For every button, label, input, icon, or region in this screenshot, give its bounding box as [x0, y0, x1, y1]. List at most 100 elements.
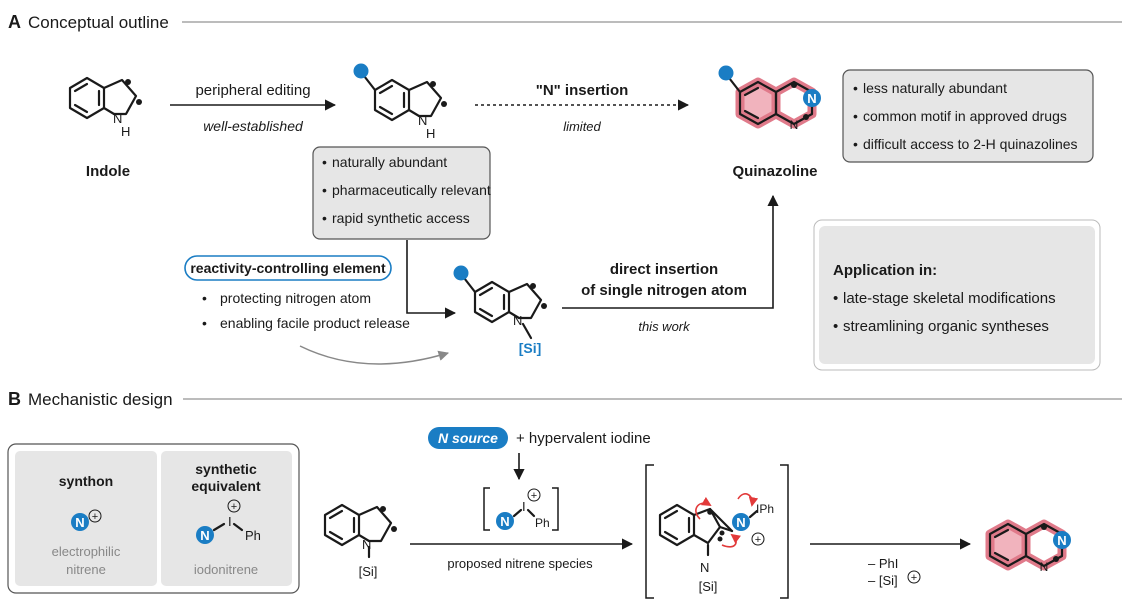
intermediate-n-circle	[732, 513, 750, 531]
equivalent-panel	[161, 451, 292, 586]
product-quinazoline: N N	[985, 519, 1071, 574]
intermediate-si: [Si]	[699, 579, 718, 594]
arrow2-top-label: "N" insertion	[536, 82, 629, 99]
nitrene-plus-circle	[527, 488, 541, 502]
section-b: B Mechanistic design synthon N + electro…	[7, 389, 1122, 599]
arrow1-top-label: peripheral editing	[195, 82, 310, 99]
n-source-label: N source	[438, 430, 498, 446]
indole-h: H	[121, 124, 130, 139]
equivalent-title-1: synthetic	[195, 461, 257, 477]
silyl-indole-n: N	[513, 313, 522, 328]
release-curved-arrow	[299, 345, 450, 365]
application-item-2: streamlining organic syntheses	[843, 318, 1049, 335]
direct-line-1: direct insertion	[610, 261, 718, 278]
synthon-plus-circle	[88, 509, 102, 523]
equivalent-title-2: equivalent	[191, 478, 261, 494]
quin-prop-bullet-3: •	[853, 136, 858, 152]
equiv-i: I	[228, 514, 232, 529]
b-silyl-indole	[323, 503, 397, 559]
indole-molecule	[68, 76, 142, 120]
intermediate-iph: IPh	[756, 502, 774, 516]
section-a: A Conceptual outline N H Indole peripher…	[8, 12, 1122, 371]
si-minus-plus: +	[911, 572, 917, 584]
application-item-1: late-stage skeletal modifications	[843, 290, 1056, 307]
indole-prop-bullet-2: •	[322, 182, 327, 198]
nitrene-bracket	[483, 487, 559, 531]
quinazoline-n: N	[790, 118, 799, 132]
quin-prop-3: difficult access to 2-H quinazolines	[863, 136, 1078, 152]
n-source-pill	[428, 427, 508, 449]
indole-prop-bullet-1: •	[322, 154, 327, 170]
direct-insertion-arrow	[562, 194, 779, 309]
application-bullet-2: •	[833, 318, 838, 335]
section-a-title: Conceptual outline	[28, 13, 169, 32]
intermediate-n: N	[736, 515, 745, 530]
indole-prop-bullet-3: •	[322, 210, 327, 226]
si-minus-plus-circle	[907, 570, 921, 584]
sub-indole-n: N	[418, 113, 427, 128]
rce-bullet-1: •	[202, 290, 207, 306]
equiv-n: N	[200, 528, 209, 543]
nitrene-ph: Ph	[535, 516, 550, 530]
quin-prop-bullet-1: •	[853, 80, 858, 96]
section-b-title: Mechanistic design	[28, 390, 173, 409]
quinazoline-molecule: N N	[718, 65, 821, 132]
intermediate-molecule	[658, 493, 759, 557]
equivalent-sub: iodonitrene	[194, 562, 258, 577]
synthon-sub-2: nitrene	[66, 562, 106, 577]
section-a-letter: A	[8, 12, 21, 32]
quinazoline-property-box	[842, 69, 1094, 163]
intermediate-plus: +	[755, 534, 761, 546]
synthon-sub-1: electrophilic	[52, 544, 121, 559]
direct-line-2: of single nitrogen atom	[581, 282, 747, 299]
intermediate-bracket	[645, 464, 789, 599]
phi-label: – PhI	[868, 556, 898, 571]
silyl-indole	[453, 265, 547, 340]
silyl-indole-si: [Si]	[519, 340, 542, 356]
indole-label: Indole	[86, 163, 130, 180]
b-silyl-si: [Si]	[359, 564, 378, 579]
synthon-n-circle	[71, 513, 89, 531]
application-title: Application in:	[833, 262, 937, 279]
nitrene-i: I	[522, 499, 526, 514]
nitrene-n-circle	[496, 512, 514, 530]
quinazoline-n-blue: N	[807, 91, 816, 106]
quinazoline-label: Quinazoline	[732, 163, 817, 180]
proposed-label: proposed nitrene species	[447, 556, 593, 571]
synthon-plus: +	[92, 511, 98, 523]
hypervalent-label: + hypervalent iodine	[516, 430, 651, 447]
intermediate-n-lower: N	[700, 560, 709, 575]
rce-label: reactivity-controlling element	[190, 260, 386, 276]
this-work-label: this work	[638, 319, 691, 334]
indole-property-box	[312, 146, 491, 240]
synthon-n: N	[75, 515, 84, 530]
indole-prop-3: rapid synthetic access	[332, 210, 470, 226]
equiv-n-circle	[196, 526, 214, 544]
equiv-ph: Ph	[245, 528, 261, 543]
rce-bullet-2: •	[202, 315, 207, 331]
synthon-title: synthon	[59, 473, 113, 489]
arrow2-bottom-label: limited	[563, 119, 601, 134]
application-box	[819, 226, 1095, 364]
rce-pill	[184, 255, 392, 281]
b-silyl-n: N	[362, 537, 371, 552]
section-b-letter: B	[8, 389, 21, 409]
nitrene-plus: +	[531, 490, 537, 502]
equiv-plus: +	[231, 501, 237, 513]
down-right-arrow	[406, 240, 457, 319]
indole-property-list: • naturally abundant • pharmaceutically …	[322, 154, 491, 226]
nitrene-n: N	[500, 514, 509, 529]
intermediate-plus-circle	[751, 532, 765, 546]
indole-prop-1: naturally abundant	[332, 154, 447, 170]
rce-item-2: enabling facile product release	[220, 315, 410, 331]
indole-prop-2: pharmaceutically relevant	[332, 182, 491, 198]
substituted-indole	[353, 63, 447, 122]
sub-indole-h: H	[426, 126, 435, 141]
application-bullet-1: •	[833, 290, 838, 307]
si-minus-label: – [Si]	[868, 573, 898, 588]
product-n-blue: N	[1057, 533, 1066, 548]
quin-prop-1: less naturally abundant	[863, 80, 1007, 96]
quin-prop-bullet-2: •	[853, 108, 858, 124]
product-n: N	[1040, 560, 1049, 574]
